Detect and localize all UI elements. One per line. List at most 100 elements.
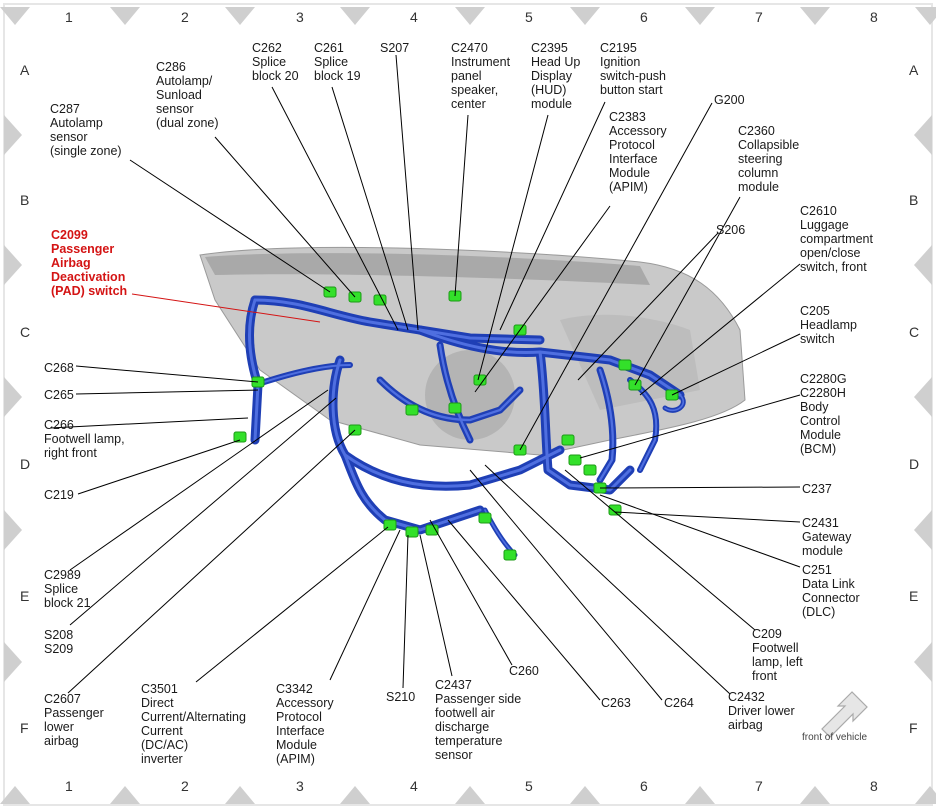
callout-c262: C262 Splice block 20 [252,41,299,83]
grid-col-top-5: 5 [525,9,533,25]
connector [583,464,597,476]
grid-row-right-B: B [909,192,919,208]
callout-c3501: C3501 Direct Current/Alternating Current… [141,682,246,766]
callout-c2099: C2099 Passenger Airbag Deactivation (PAD… [51,228,128,298]
leader-s207 [395,54,419,331]
harness-highlight [378,378,522,422]
grid-triangle-bottom [110,786,140,804]
grid-chevron-right [914,510,932,550]
callout-c2395: C2395 Head Up Display (HUD) module [531,41,581,111]
grid-row-left-B: B [20,192,30,208]
grid-row-left-F: F [20,720,29,736]
grid-col-top-8: 8 [870,9,878,25]
leader-c237 [599,486,801,489]
leader-c268 [75,365,259,383]
grid-col-bottom-4: 4 [410,778,418,794]
callout-c264: C264 [664,696,694,710]
leader-c205 [671,333,801,396]
callout-c2607: C2607 Passenger lower airbag [44,692,104,748]
leader-c2360 [634,196,741,386]
grid-triangle-bottom [0,786,30,804]
connector [478,512,492,524]
harness-highlight [343,448,562,488]
leader-s208 [69,397,337,626]
center-stack [425,350,515,440]
grid-triangle-top [455,7,485,25]
callout-s210: S210 [386,690,416,704]
grid-col-bottom-6: 6 [640,778,648,794]
connector [503,549,517,561]
grid-row-right-C: C [909,324,920,340]
callout-s207: S207 [380,41,410,55]
connector [405,404,419,416]
leader-c2610 [639,263,801,396]
leader-s206 [577,232,719,381]
callout-c2610: C2610 Luggage compartment open/close swi… [800,204,873,274]
leader-c2431 [614,511,801,523]
grid-chevron-left [4,115,22,155]
leader-c2437 [419,534,453,677]
harness-highlight [664,394,685,412]
grid-triangle-top [110,7,140,25]
grid-triangle-bottom [685,786,715,804]
grid-chevron-left [4,510,22,550]
connector [405,526,419,538]
callout-c2360: C2360 Collapsible steering column module [738,124,800,194]
callout-c237: C237 [802,482,832,496]
connector [425,524,439,536]
leader-c2280 [579,394,801,459]
grid-col-bottom-8: 8 [870,778,878,794]
grid-row-right-A: A [909,62,919,78]
leader-c2099 [131,293,321,323]
leader-c251 [599,494,801,568]
grid-triangle-bottom [915,786,936,804]
grid-col-bottom-7: 7 [755,778,763,794]
leader-c287 [129,159,331,293]
grid-col-top-6: 6 [640,9,648,25]
harness-highlight [538,350,632,492]
harness-highlight [598,368,615,482]
leader-c209 [564,469,756,631]
callout-c2989: C2989 Splice block 21 [44,568,91,610]
grid-row-left-C: C [20,324,31,340]
leader-c3501 [195,526,389,683]
grid-triangle-top [225,7,255,25]
leader-c2195 [499,101,606,331]
grid-col-top-2: 2 [181,9,189,25]
leader-c266 [49,417,249,429]
callout-c219: C219 [44,488,74,502]
callout-c2431: C2431 Gateway module [802,516,852,558]
grid-chevron-right [914,245,932,285]
grid-row-left-A: A [20,62,30,78]
callout-c2437: C2437 Passenger side footwell air discha… [435,678,522,762]
callout-g200: G200 [714,93,745,107]
leader-c2470 [454,114,469,297]
grid-triangle-bottom [225,786,255,804]
grid-chevron-right [914,642,932,682]
leader-s210 [402,534,409,689]
grid-triangle-top [915,7,936,25]
connector [561,434,575,446]
callout-c263: C263 [601,696,631,710]
front-arrow-shape [821,691,868,738]
leader-c260 [429,519,513,666]
harness-highlight [254,364,351,386]
harness-highlight [418,328,682,397]
callout-c251: C251 Data Link Connector (DLC) [802,563,860,619]
harness-highlight [253,298,542,342]
grid-triangle-bottom [455,786,485,804]
harness-branch [340,445,565,491]
front-arrow-icon [821,691,868,738]
grid-col-bottom-3: 3 [296,778,304,794]
leader-c262 [271,86,399,331]
callout-c260: C260 [509,664,539,678]
callout-c2470: C2470 Instrument panel speaker, center [451,41,511,111]
grid-chevron-left [4,245,22,285]
callout-c2280: C2280G C2280H Body Control Module (BCM) [800,372,847,456]
grid-col-top-1: 1 [65,9,73,25]
grid-col-top-7: 7 [755,9,763,25]
instrument-panel [199,246,746,456]
leader-lines [49,54,801,701]
